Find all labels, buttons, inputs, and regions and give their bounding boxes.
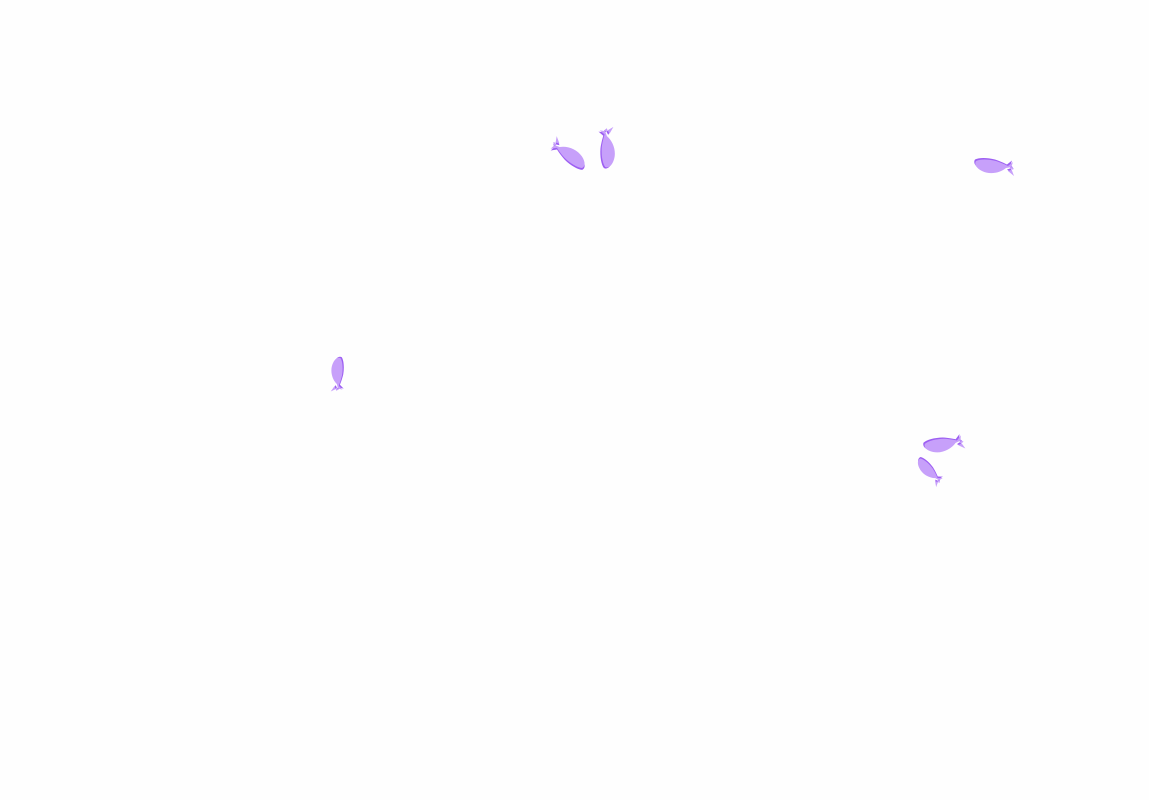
fish-sprite[interactable] — [545, 132, 595, 175]
fish-sprite[interactable] — [593, 124, 624, 171]
fish-sprite[interactable] — [324, 354, 348, 393]
fish-sprite[interactable] — [972, 156, 1016, 180]
